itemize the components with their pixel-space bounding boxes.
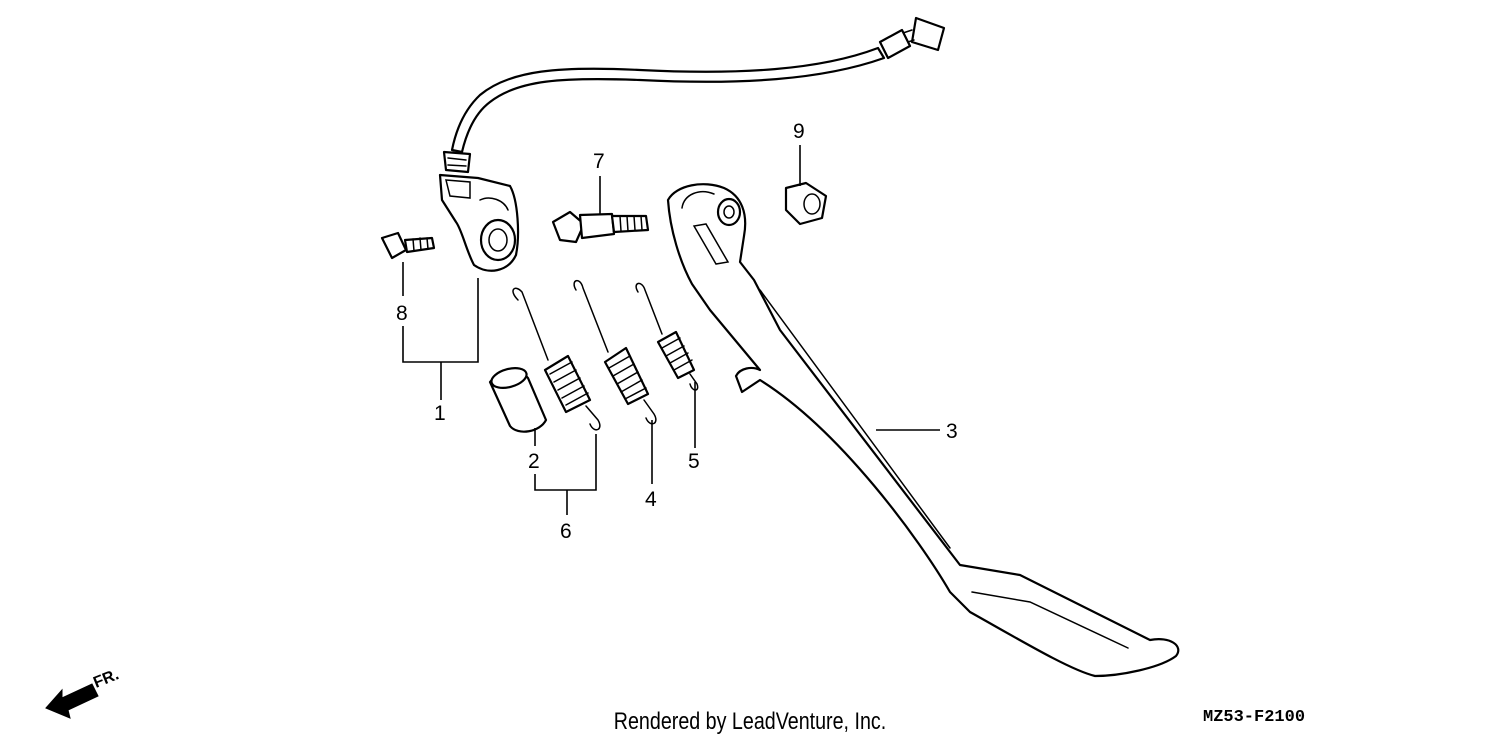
spring-4[interactable] bbox=[573, 279, 657, 425]
front-label: FR. bbox=[91, 666, 121, 691]
callout-1: 1 bbox=[434, 402, 446, 425]
footer-credit: Rendered by LeadVenture, Inc. bbox=[613, 708, 887, 735]
callout-4: 4 bbox=[645, 488, 657, 511]
callout-6: 6 bbox=[560, 520, 572, 543]
side-stand-switch[interactable] bbox=[438, 16, 946, 272]
callout-5: 5 bbox=[688, 450, 700, 473]
bolt-7[interactable] bbox=[551, 210, 650, 244]
callout-2: 2 bbox=[528, 450, 540, 473]
nut-9[interactable] bbox=[784, 181, 828, 226]
spring-6[interactable] bbox=[512, 287, 601, 431]
leader-lines bbox=[402, 145, 940, 515]
spring-5[interactable] bbox=[635, 282, 699, 391]
callout-8: 8 bbox=[396, 302, 408, 325]
callout-3: 3 bbox=[946, 420, 958, 443]
diagram-code: MZ53-F2100 bbox=[1203, 708, 1306, 727]
callout-9: 9 bbox=[793, 120, 805, 143]
callout-7: 7 bbox=[593, 150, 605, 173]
collar-2[interactable] bbox=[488, 365, 548, 433]
side-stand[interactable] bbox=[666, 183, 1180, 678]
front-direction-arrow: FR. bbox=[45, 666, 121, 719]
bolt-8[interactable] bbox=[380, 231, 436, 260]
